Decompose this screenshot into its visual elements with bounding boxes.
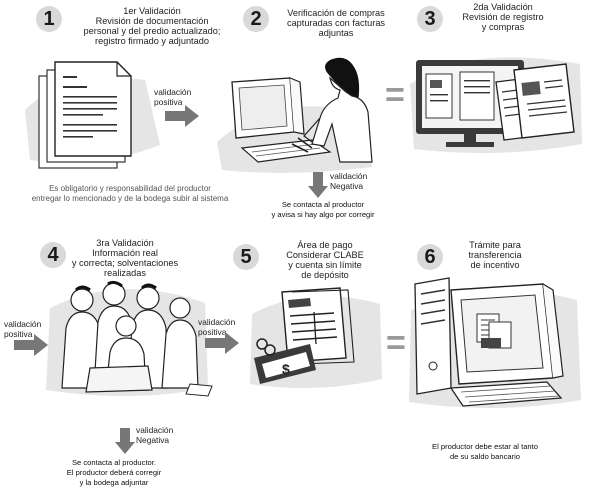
woman-at-computer-illustration — [217, 57, 373, 173]
desktop-computer-illustration — [409, 277, 581, 409]
step-1-number: 1 — [36, 6, 62, 32]
step-6-title: Trámite para transferencia de incentivo — [468, 240, 522, 270]
step-3-title: 2da Validación Revisión de registro y co… — [462, 2, 544, 32]
right-arrow-icon — [205, 332, 239, 354]
equals-sign-1: = — [385, 76, 405, 114]
step-2-number: 2 — [243, 6, 269, 32]
step-1-note: Es obligatorio y responsabilidad del pro… — [31, 184, 229, 203]
documents-illustration — [25, 61, 160, 169]
payment-documents-illustration: $ — [250, 287, 382, 388]
positive-validation-label-3: validación positiva — [198, 317, 236, 337]
step-2-title: Verificación de compras capturadas con f… — [286, 8, 386, 38]
negative-validation-label-2: validación Negativa — [136, 425, 174, 445]
step-4-negative-note: Se contacta al productor. El productor d… — [66, 458, 162, 487]
positive-validation-label-1: validación positiva — [154, 87, 192, 107]
step-4-number: 4 — [40, 242, 66, 268]
down-arrow-icon — [115, 428, 135, 454]
right-arrow-icon — [165, 105, 199, 127]
step-1-title: 1er Validación Revisión de documentación… — [83, 6, 221, 46]
step-2-negative-note: Se contacta al productor y avisa si hay … — [271, 200, 375, 219]
step-4-title: 3ra Validación Información real y correc… — [71, 238, 179, 278]
step-5-number: 5 — [233, 244, 259, 270]
monitor-with-documents-illustration — [410, 57, 582, 154]
positive-validation-label-2: validación positiva — [4, 319, 42, 339]
svg-text:$: $ — [282, 361, 290, 377]
right-arrow-icon — [14, 334, 48, 356]
step-3-number: 3 — [417, 6, 443, 32]
down-arrow-icon — [308, 172, 328, 198]
step-5-title: Área de pago Considerar CLABE y cuenta s… — [286, 240, 364, 280]
step-6-number: 6 — [417, 244, 443, 270]
team-meeting-illustration — [46, 280, 213, 397]
step-6-note: El productor debe estar al tanto de su s… — [432, 442, 538, 461]
negative-validation-label-1: validación Negativa — [330, 171, 368, 191]
equals-sign-2: = — [386, 324, 406, 362]
